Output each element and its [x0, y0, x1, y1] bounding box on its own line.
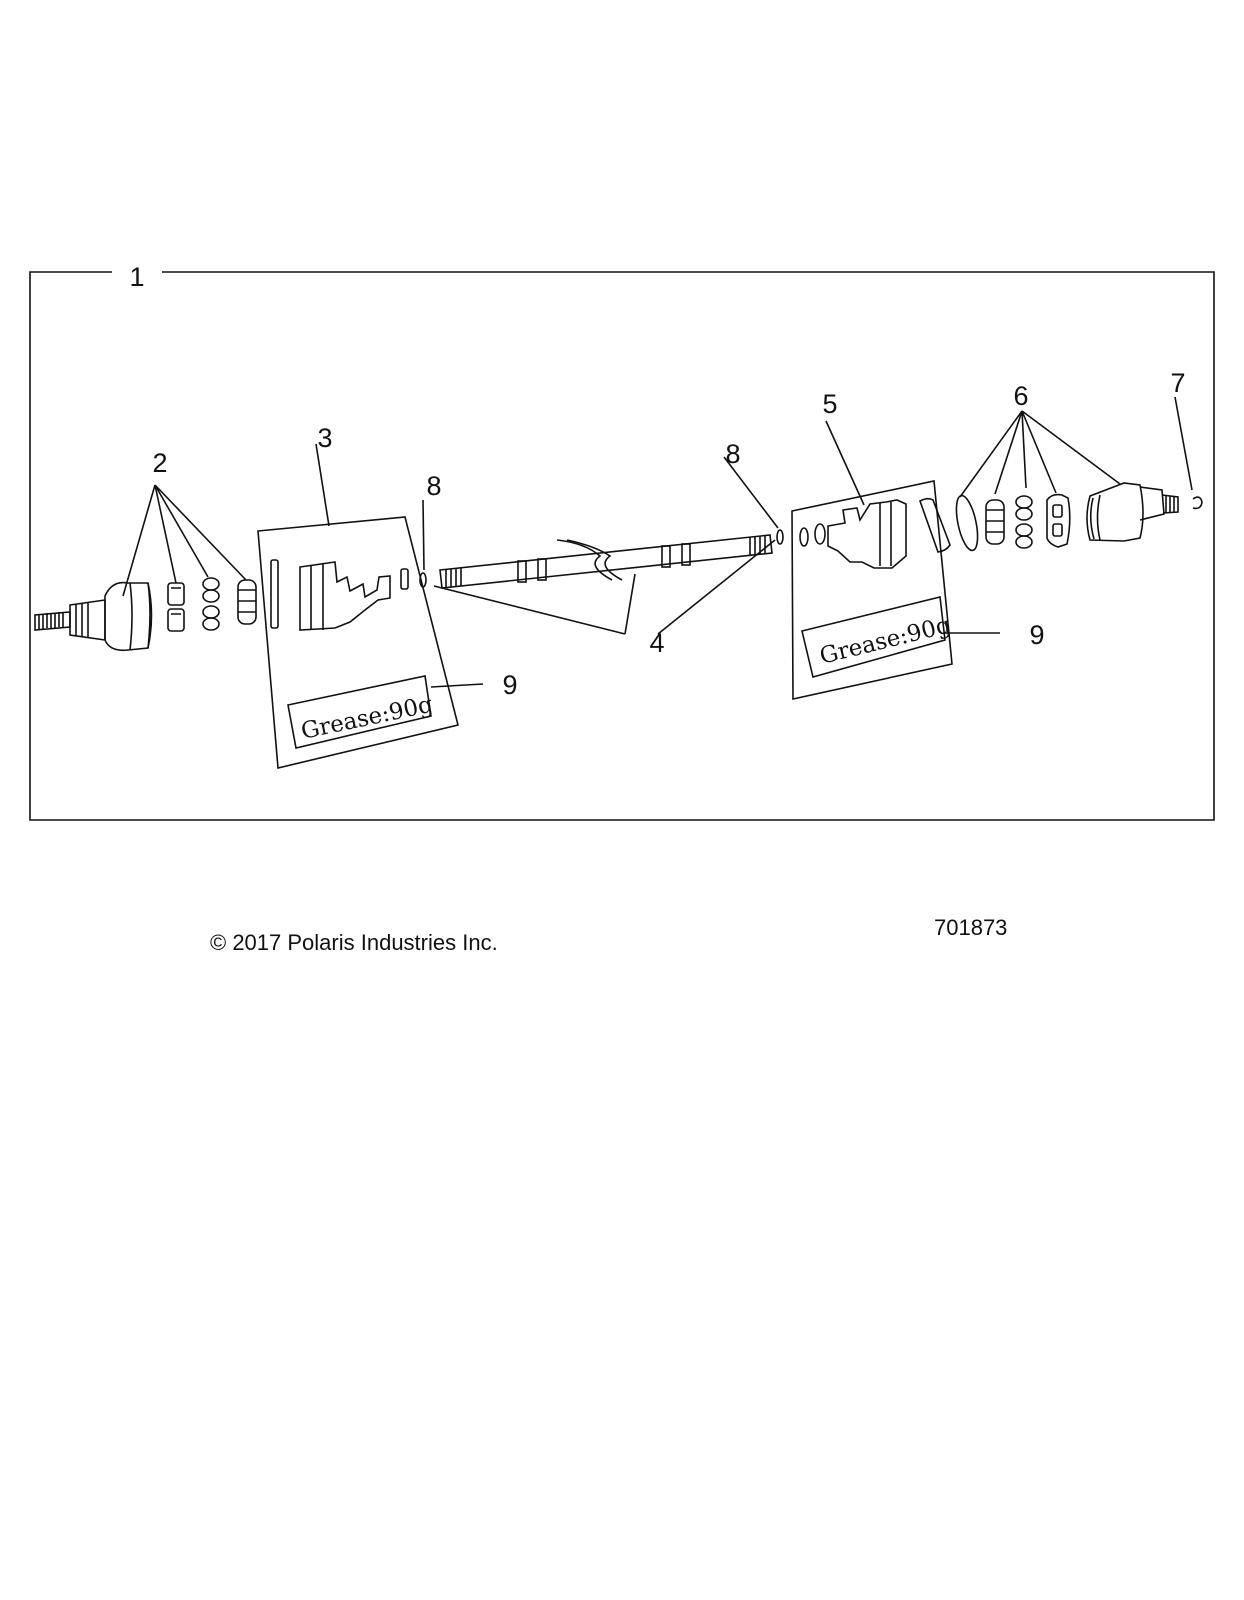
leader-8-left	[422, 499, 425, 571]
grease-box-left	[287, 675, 432, 749]
callout-2: 2	[152, 448, 167, 478]
boot-right	[799, 497, 951, 569]
callout-3: 3	[317, 423, 332, 453]
leader-7	[1174, 396, 1193, 491]
grease-box-right	[801, 596, 946, 678]
snap-ring-left	[419, 572, 427, 588]
circlip	[1192, 496, 1203, 510]
spider-right	[985, 499, 1005, 545]
leader-9-left	[430, 683, 484, 688]
assembly-frame	[29, 271, 1215, 821]
callout-9-left: 9	[502, 670, 517, 700]
callout-6: 6	[1013, 381, 1028, 411]
ball-bearings-left	[202, 577, 220, 631]
ball-bearings-right	[1015, 495, 1033, 549]
callout-9-right: 9	[1029, 620, 1044, 650]
boot-kit-right-outline	[791, 480, 953, 700]
grease-label-left: Grease:90g	[299, 692, 436, 745]
copyright-notice: © 2017 Polaris Industries Inc.	[210, 930, 498, 955]
callout-8-right: 8	[725, 439, 740, 469]
callout-7: 7	[1170, 368, 1185, 398]
leader-6	[959, 410, 1121, 498]
half-shaft	[439, 534, 773, 589]
cage-right	[1046, 493, 1071, 548]
boot-kit-left-outline	[257, 516, 459, 769]
spider-left	[237, 579, 257, 625]
callout-1: 1	[129, 262, 144, 292]
leader-3	[315, 443, 330, 527]
callout-4: 4	[649, 628, 664, 658]
grease-label-right: Grease:90g	[817, 612, 953, 670]
leader-8-right	[723, 456, 779, 529]
leader-5	[825, 420, 865, 506]
callout-5: 5	[822, 389, 837, 419]
diagram-number: 701873	[934, 915, 1008, 940]
snap-ring-right	[776, 529, 784, 545]
retaining-ring-right	[955, 494, 979, 552]
callout-8-left: 8	[426, 471, 441, 501]
leader-4	[433, 539, 776, 635]
inner-race-cage-left	[167, 582, 185, 632]
outer-cv-joint-left	[34, 581, 153, 652]
leader-2	[122, 484, 247, 597]
plunge-housing-right	[1086, 482, 1179, 542]
boot-left	[270, 559, 409, 631]
